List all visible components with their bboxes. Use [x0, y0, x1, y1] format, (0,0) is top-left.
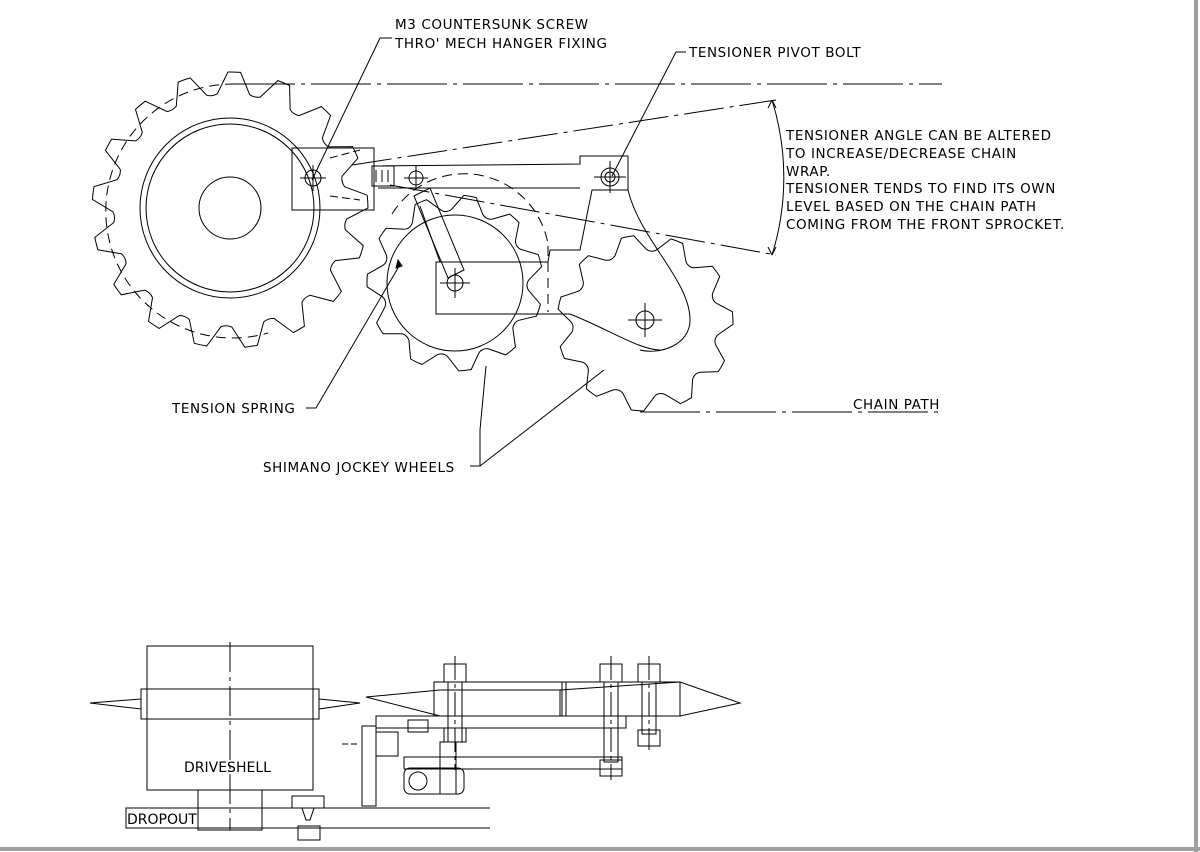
tensioner-arm [373, 155, 629, 315]
leader-jockey-1 [470, 365, 487, 467]
sprocket-disc-left [89, 698, 142, 710]
bolt-shaft-2 [603, 681, 619, 763]
leader-jockey-2 [479, 369, 605, 467]
angle-arrow-top [767, 99, 777, 109]
chain-wrap-jockey1 [391, 173, 549, 245]
jockey-wheel-lower [557, 235, 734, 412]
label-driveshell: DRIVESHELL [184, 760, 271, 776]
spring-mount-top [407, 719, 429, 733]
nut-3 [637, 729, 661, 747]
label-pivot-bolt: TENSIONER PIVOT BOLT [688, 45, 861, 61]
jockey-disc-upper [433, 681, 567, 717]
note-line-5: LEVEL BASED ON THE CHAIN PATH [786, 199, 1037, 215]
spring-mount-shaft [439, 741, 457, 795]
label-screw-line1: M3 COUNTERSUNK SCREW [395, 17, 589, 33]
front-sprocket-ring-inner [145, 123, 315, 293]
spring-bolt-body [371, 165, 395, 187]
note-line-2: TO INCREASE/DECREASE CHAIN [785, 146, 1017, 162]
front-sprocket-hub [198, 176, 262, 240]
note-line-6: COMING FROM THE FRONT SPROCKET. [786, 217, 1065, 233]
front-sprocket [91, 71, 369, 348]
note-line-3: WRAP. [786, 164, 831, 180]
jockey-disc-lower [559, 681, 742, 717]
jockey-wheel-upper-ring [386, 214, 524, 352]
label-tension-spring: TENSION SPRING [171, 401, 295, 417]
bottom-nut [297, 825, 321, 841]
spring-mount-roller [408, 771, 428, 791]
spring-bolt-side [375, 731, 399, 757]
chain-wrap-front [105, 83, 269, 339]
bolt-shaft-3 [641, 681, 657, 735]
note-line-1: TENSIONER ANGLE CAN BE ALTERED [785, 128, 1052, 144]
label-chain-path: CHAIN PATH [853, 397, 940, 413]
leader-pivot [611, 51, 686, 177]
leader-screw [311, 37, 392, 181]
label-screw-line2: THRO' MECH HANGER FIXING [394, 36, 608, 52]
countersunk-screw [301, 807, 315, 821]
angle-arrow-bottom [767, 246, 777, 256]
angle-line-upper [351, 99, 777, 166]
tensioner-lower-arm-inner [569, 313, 661, 351]
sprocket-j1-teeth [366, 194, 543, 372]
plan-view [89, 642, 742, 841]
note-line-4: TENSIONER TENDS TO FIND ITS OWN [785, 181, 1056, 197]
tension-spring-body [413, 187, 465, 279]
sprocket-large-teeth [91, 71, 369, 348]
mech-hanger-side [361, 725, 377, 807]
tensioner-lower-arm-curve [627, 189, 691, 352]
spring-mount-body [403, 767, 465, 795]
angle-arc [771, 99, 785, 256]
leader-arrow-spring [395, 258, 403, 269]
hidden-line-1 [329, 149, 361, 159]
sprocket-j2-teeth [557, 235, 734, 412]
mech-hanger-plate [291, 147, 375, 211]
tension-spring-coil [419, 205, 441, 263]
leader-spring [306, 267, 399, 409]
side-view [91, 37, 942, 467]
angle-line-lower [389, 184, 777, 256]
hidden-line-2 [329, 195, 361, 201]
sprocket-disc-right [318, 698, 361, 710]
jockey-wheel-upper [366, 194, 543, 372]
nut-2 [599, 759, 623, 777]
front-sprocket-ring-outer [139, 117, 321, 299]
label-jockey-wheels: SHIMANO JOCKEY WHEELS [263, 460, 455, 476]
label-dropout: DROPOUT [127, 812, 197, 828]
